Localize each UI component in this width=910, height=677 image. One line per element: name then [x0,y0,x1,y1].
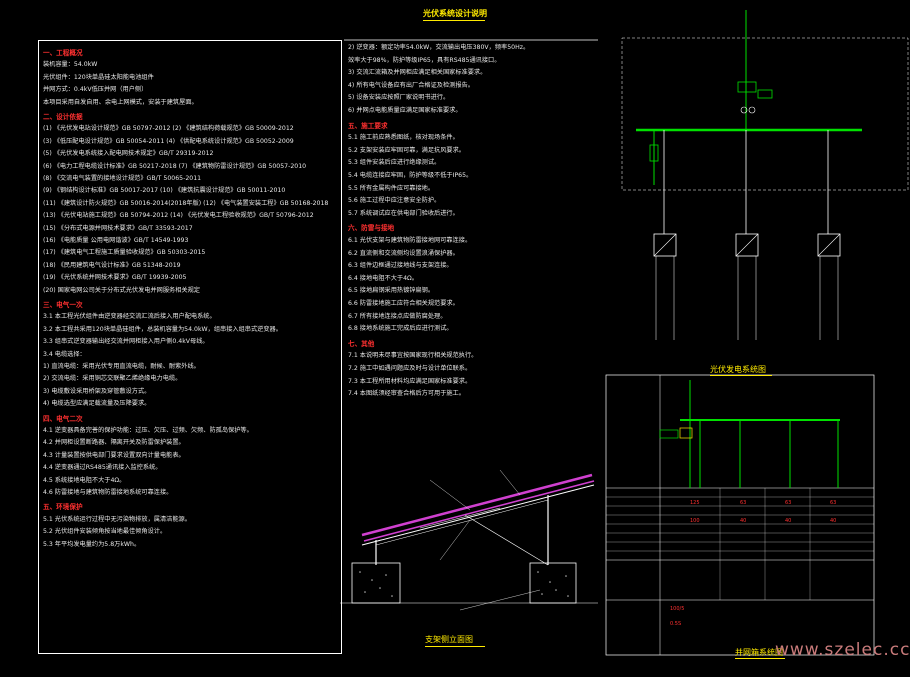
note-line: 本项目采用自发自用、余电上网模式，安装于建筑屋面。 [43,98,198,106]
note-line: 3) 交流汇流箱及并网柜应满足相关国家标准要求。 [348,69,487,77]
pv-system-caption: 光伏发电系统图 [710,365,766,374]
note-line: 6.1 光伏支架与建筑物防雷接地网可靠连接。 [348,237,472,244]
note-line: 5.3 年平均发电量约为5.8万kWh。 [43,540,141,548]
note-line: 4.4 逆变器通过RS485通讯接入监控系统。 [43,464,162,472]
note-line: 5) 设备安装应按照厂家说明书进行。 [348,94,450,102]
notes-panel-left: 一、工程概况装机容量：54.0kW 光伏组件：120块单晶硅太阳能电池组件并网方式… [38,40,342,654]
note-line: 5.1 施工前应熟悉图纸，核对现场条件。 [348,134,459,142]
note-line: 7.3 本工程所用材料均应满足国家标准要求。 [348,377,472,385]
note-line: (11) 《建筑设计防火规范》GB 50016-2014(2018年版) (12… [43,199,329,207]
note-line: 5.4 电缆连接应牢固，防护等级不低于IP65。 [348,172,473,179]
note-line: 7.4 本图纸须经审查合格后方可用于施工。 [348,390,465,398]
note-line: 6.7 所有接地连接点应做防腐处理。 [348,312,447,320]
sheet-title-underline [423,20,485,21]
section-heading: 四、电气二次 [43,414,83,423]
note-line: 6.4 接地电阻不大于4Ω。 [348,274,418,282]
svg-text:40: 40 [830,518,836,524]
note-line: 5.2 光伏组件安装倾角按当地最佳倾角设计。 [43,528,167,536]
note-line: 3.1 本工程光伏组件由逆变器经交流汇流后接入用户配电系统。 [43,313,216,321]
note-line: 3.2 本工程共采用120块单晶硅组件，总装机容量为54.0kW，组串接入组串式… [43,325,282,333]
support-structure-drawing [340,469,598,611]
note-line: 4) 所有电气设备应有出厂合格证及检测报告。 [348,81,474,89]
note-line: 6.5 接地扁钢采用热镀锌扁钢。 [348,287,435,295]
grid-box-caption-underline [735,658,785,659]
watermark: www.szelec.cc [775,640,910,660]
note-line: 6.2 直流侧和交流侧均设置浪涌保护器。 [348,249,459,257]
svg-text:0.5S: 0.5S [670,621,681,627]
note-line: (9) 《钢结构设计标准》GB 50017-2017 (10) 《建筑抗震设计规… [43,187,286,195]
section-heading: 五、环境保护 [43,503,83,512]
support-caption-underline [425,646,485,647]
svg-text:40: 40 [740,518,746,524]
note-line: 6.3 组件边框通过接地线与支架连接。 [348,262,453,270]
note-line: 光伏组件：120块单晶硅太阳能电池组件 [43,73,154,81]
section-heading: 五、施工要求 [348,121,388,130]
note-line: 3.4 电缆选择： [43,350,86,358]
svg-text:100/5: 100/5 [670,606,684,612]
support-caption: 支架侧立面图 [425,635,473,644]
note-line: (3) 《低压配电设计规范》GB 50054-2011 (4) 《供配电系统设计… [43,137,294,145]
note-line: 6.8 接地系统施工完成后应进行测试。 [348,325,453,333]
note-line: (16) 《电能质量 公用电网谐波》GB/T 14549-1993 [43,237,189,244]
note-line: 并网方式：0.4kV低压并网（用户侧） [43,86,148,94]
note-line: (19) 《光伏系统并网技术要求》GB/T 19939-2005 [43,274,187,282]
note-line: (1) 《光伏发电站设计规范》GB 50797-2012 (2) 《建筑结构荷载… [43,125,294,133]
grid-box-caption: 并网箱系统图 [735,648,783,657]
note-line: (18) 《民用建筑电气设计标准》GB 51348-2019 [43,261,181,269]
note-line: (6) 《电力工程电缆设计标准》GB 50217-2018 (7) 《建筑物防雷… [43,162,307,170]
note-line: 4.3 计量装置按供电部门要求设置双向计量电能表。 [43,451,185,459]
note-line: (17) 《建筑电气工程施工质量验收规范》GB 50303-2015 [43,249,206,257]
note-line: 7.1 本说明未尽事宜按国家现行相关规范执行。 [348,352,478,360]
note-line: 1) 直流电缆：采用光伏专用直流电缆，耐候、耐紫外线。 [43,363,200,370]
note-line: 2) 交流电缆：采用铜芯交联聚乙烯绝缘电力电缆。 [43,375,182,383]
note-line: 5.5 所有金属构件应可靠接地。 [348,184,435,192]
note-line: 6.6 防雷接地施工应符合相关规范要求。 [348,300,459,307]
note-line: 4.5 系统接地电阻不大于4Ω。 [43,476,126,484]
svg-text:40: 40 [785,518,791,524]
svg-text:125: 125 [690,500,700,506]
note-line: (15) 《分布式电源并网技术要求》GB/T 33593-2017 [43,224,193,232]
note-line: 5.1 光伏系统运行过程中无污染物排放，属清洁能源。 [43,515,191,523]
note-line: (20) 国家电网公司关于分布式光伏发电并网服务相关规定 [43,286,200,294]
section-heading: 一、工程概况 [43,49,83,57]
svg-text:63: 63 [785,500,791,506]
note-line: 6) 并网点电能质量应满足国家标准要求。 [348,107,462,114]
note-line: 5.2 支架安装应牢固可靠，满足抗风要求。 [348,146,465,154]
svg-text:63: 63 [830,500,836,506]
note-line: 7.2 施工中如遇问题应及时与设计单位联系。 [348,365,472,372]
note-line: (13) 《光伏电站施工规范》GB 50794-2012 (14) 《光伏发电工… [43,212,314,220]
section-heading: 三、电气一次 [43,301,83,309]
pv-system-diagram [621,10,909,340]
note-line: 2) 逆变器：额定功率54.0kW，交流输出电压380V，频率50Hz。 [348,44,530,51]
svg-text:100: 100 [690,518,700,524]
note-line: 3.3 组串式逆变器输出经交流并网柜接入用户侧0.4kV母线。 [43,338,209,346]
note-line: 4.2 并网柜设置断路器、隔离开关及防雷保护装置。 [43,439,185,447]
notes-panel-right: 2) 逆变器：额定功率54.0kW，交流输出电压380V，频率50Hz。 效率大… [344,40,594,460]
note-line: 4) 电缆选型应满足载流量及压降要求。 [43,400,151,408]
sheet-title: 光伏系统设计说明 [423,9,487,18]
note-line: 5.6 施工过程中应注意安全防护。 [348,197,441,205]
grid-box-diagram: 125 63 63 63 100 40 40 40 100/5 0.5S [605,374,875,656]
note-line: 5.7 系统调试应在供电部门验收后进行。 [348,209,459,217]
section-heading: 六、防雷与接地 [348,224,395,233]
section-heading: 二、设计依据 [43,113,83,121]
note-line: 5.3 组件安装后应进行绝缘测试。 [348,159,441,167]
note-line: (5) 《光伏发电系统接入配电网技术规定》GB/T 29319-2012 [43,150,214,158]
section-heading: 七、其他 [348,339,375,348]
note-line: 效率大于98%，防护等级IP65，具有RS485通讯接口。 [348,56,501,64]
note-line: 装机容量：54.0kW [43,61,98,69]
note-line: (8) 《交流电气装置的接地设计规范》GB/T 50065-2011 [43,175,202,182]
note-line: 3) 电缆敷设采用桥架及穿管敷设方式。 [43,387,151,395]
pv-system-caption-underline [710,375,772,376]
note-line: 4.1 逆变器具备完善的保护功能：过压、欠压、过频、欠频、防孤岛保护等。 [43,427,253,434]
note-line: 4.6 防雷接地与建筑物防雷接地系统可靠连接。 [43,489,173,496]
svg-text:63: 63 [740,500,746,506]
